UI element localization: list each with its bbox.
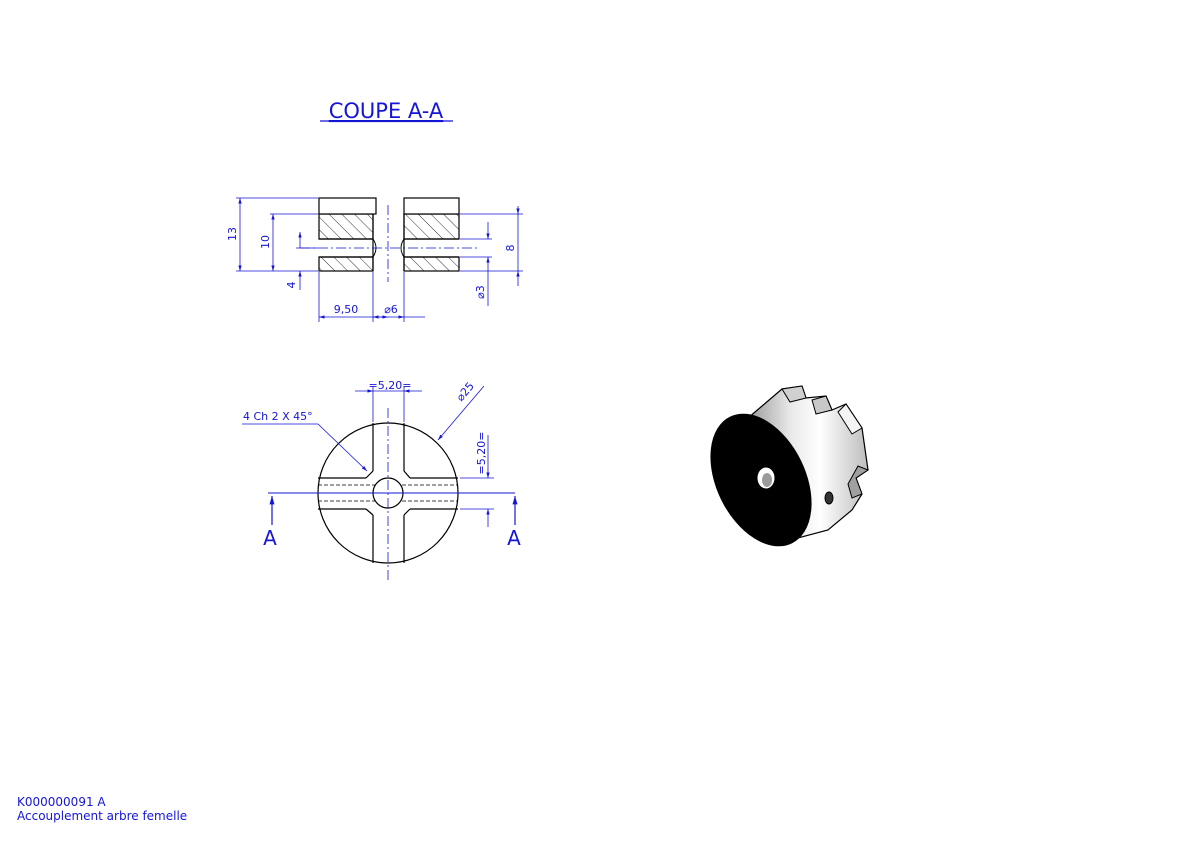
part-description: Accouplement arbre femelle [17, 809, 188, 823]
dim-bore-dia: ⌀6 [384, 303, 398, 316]
title-block: K000000091 A Accouplement arbre femelle [17, 795, 187, 823]
dim-overall-height: 13 [226, 227, 239, 241]
dim-bore-axis-height: 4 [285, 282, 298, 289]
isometric-view [710, 385, 870, 547]
section-dimensions [236, 197, 523, 322]
section-label-left: A [263, 526, 277, 550]
dim-cross-hole-dia: ⌀3 [474, 285, 487, 299]
section-label-right: A [507, 526, 521, 550]
section-title: COUPE A-A [329, 99, 444, 123]
chamfer-note: 4 Ch 2 X 45° [243, 410, 313, 423]
front-dimensions [242, 385, 494, 527]
dim-slot-depth: 8 [504, 245, 517, 252]
section-view [300, 197, 480, 282]
dim-body-height: 10 [259, 235, 272, 249]
part-number: K000000091 A [17, 795, 106, 809]
dim-slot-width-v: =5,20= [475, 432, 488, 475]
dim-outer-dia: ⌀25 [454, 380, 477, 404]
dim-offset: 9,50 [334, 303, 359, 316]
dim-slot-width-h: =5,20= [369, 379, 412, 392]
